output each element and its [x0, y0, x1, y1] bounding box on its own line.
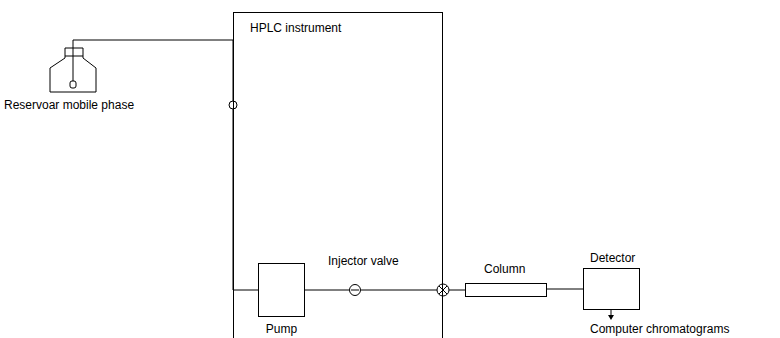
bottle-cap	[65, 56, 83, 57]
inlet-filter	[70, 81, 76, 88]
output-arrow	[608, 315, 614, 320]
node-label: Reservoar mobile phase	[4, 98, 134, 112]
valve-body	[350, 285, 361, 296]
output-label: Computer chromatograms	[590, 322, 729, 336]
node-label: Injector valve	[328, 254, 399, 268]
valve-port	[351, 290, 359, 291]
tubing-line	[305, 290, 349, 291]
detector-box: Detector	[583, 268, 640, 310]
suction-tube	[73, 48, 74, 81]
valve-outline	[349, 284, 361, 296]
instrument-housing: Pump Injector valve HPLC instrument	[233, 12, 443, 338]
pump-box: Pump	[258, 263, 305, 317]
valve-port	[439, 286, 447, 294]
switching-valve	[437, 284, 449, 296]
bottle-outline	[48, 48, 98, 92]
valve-body	[437, 284, 449, 296]
node-label: Detector	[590, 251, 635, 265]
node-label: HPLC instrument	[250, 21, 341, 35]
tubing-line	[547, 289, 583, 290]
injector-valve: Injector valve	[349, 284, 361, 296]
column-tube: Column	[465, 283, 547, 297]
node-label: Column	[484, 262, 525, 276]
reservoir-bottle: Reservoar mobile phase	[48, 48, 98, 92]
tubing-line	[73, 40, 258, 290]
node-label: Pump	[258, 322, 305, 336]
bottle-body	[50, 48, 96, 92]
valve-port	[439, 286, 447, 294]
